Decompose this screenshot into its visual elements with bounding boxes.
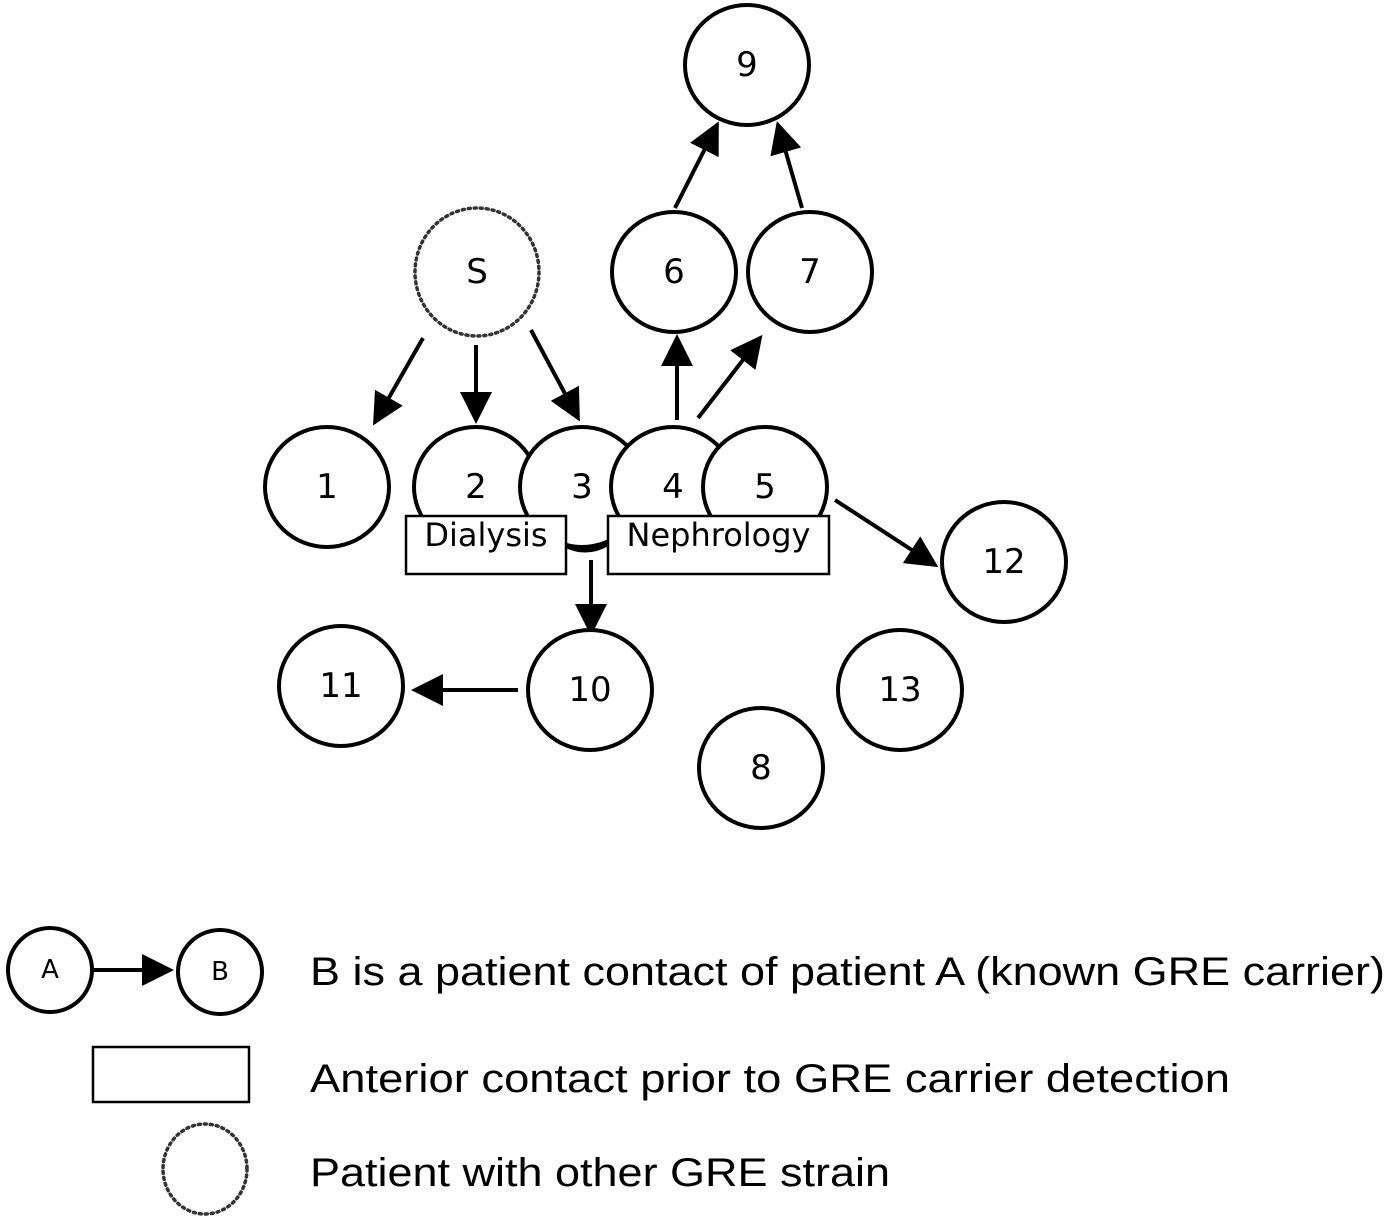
group-labels-layer: Dialysis Nephrology [404, 514, 831, 576]
node-8 [697, 706, 825, 830]
node-label-2: 2 [465, 467, 487, 507]
node-1 [263, 425, 391, 549]
edge-4-to-7 [696, 334, 763, 420]
edge-S-to-1 [373, 337, 425, 426]
edge-S-to-3 [529, 329, 580, 422]
legend-item-anterior-contact: Anterior contact prior to GRE carrier de… [91, 1045, 1230, 1104]
group-label-nephrology: Nephrology [627, 516, 811, 554]
legend-text-contact: B is a patient contact of patient A (kno… [310, 950, 1385, 994]
node-label-1: 1 [316, 467, 338, 507]
edge-6-to-9 [673, 121, 719, 209]
node-label-9: 9 [736, 45, 758, 85]
node-label-4: 4 [662, 467, 684, 507]
node-13 [836, 628, 964, 752]
legend-rectangle [91, 1045, 251, 1104]
node-3-bottom-arc [565, 542, 609, 553]
legend-text-anterior-contact: Anterior contact prior to GRE carrier de… [310, 1057, 1230, 1101]
group-box-nephrology [606, 514, 831, 576]
node-label-13: 13 [878, 670, 921, 710]
node-7 [746, 210, 874, 334]
legend: A B B is a patient contact of patient A … [6, 926, 1385, 1216]
node-label-7: 7 [799, 252, 821, 292]
node-12 [940, 500, 1068, 624]
legend-dotted-circle [161, 1122, 249, 1216]
node-label-12: 12 [982, 542, 1025, 582]
edges-layer [373, 121, 939, 706]
node-label-8: 8 [750, 748, 772, 788]
legend-node-b [176, 928, 264, 1016]
node-10 [526, 628, 654, 752]
group-box-dialysis [404, 514, 568, 576]
node-label-S: S [466, 252, 488, 292]
node-11 [277, 624, 405, 748]
legend-item-other-strain: Patient with other GRE strain [161, 1122, 890, 1216]
node-9 [683, 3, 811, 127]
node-label-3: 3 [571, 467, 593, 507]
node-label-5: 5 [754, 467, 776, 507]
legend-item-contact: A B B is a patient contact of patient A … [6, 926, 1385, 1016]
node-label-10: 10 [568, 670, 611, 710]
node-S [413, 206, 541, 338]
node-label-6: 6 [663, 252, 685, 292]
group-label-dialysis: Dialysis [424, 516, 547, 554]
edge-5-to-12 [833, 498, 939, 568]
legend-node-a-label: A [41, 955, 59, 985]
node-label-11: 11 [319, 666, 362, 706]
legend-node-b-label: B [211, 957, 229, 987]
node-6 [610, 210, 738, 334]
edge-7-to-9 [770, 121, 804, 209]
legend-text-other-strain: Patient with other GRE strain [310, 1151, 890, 1195]
